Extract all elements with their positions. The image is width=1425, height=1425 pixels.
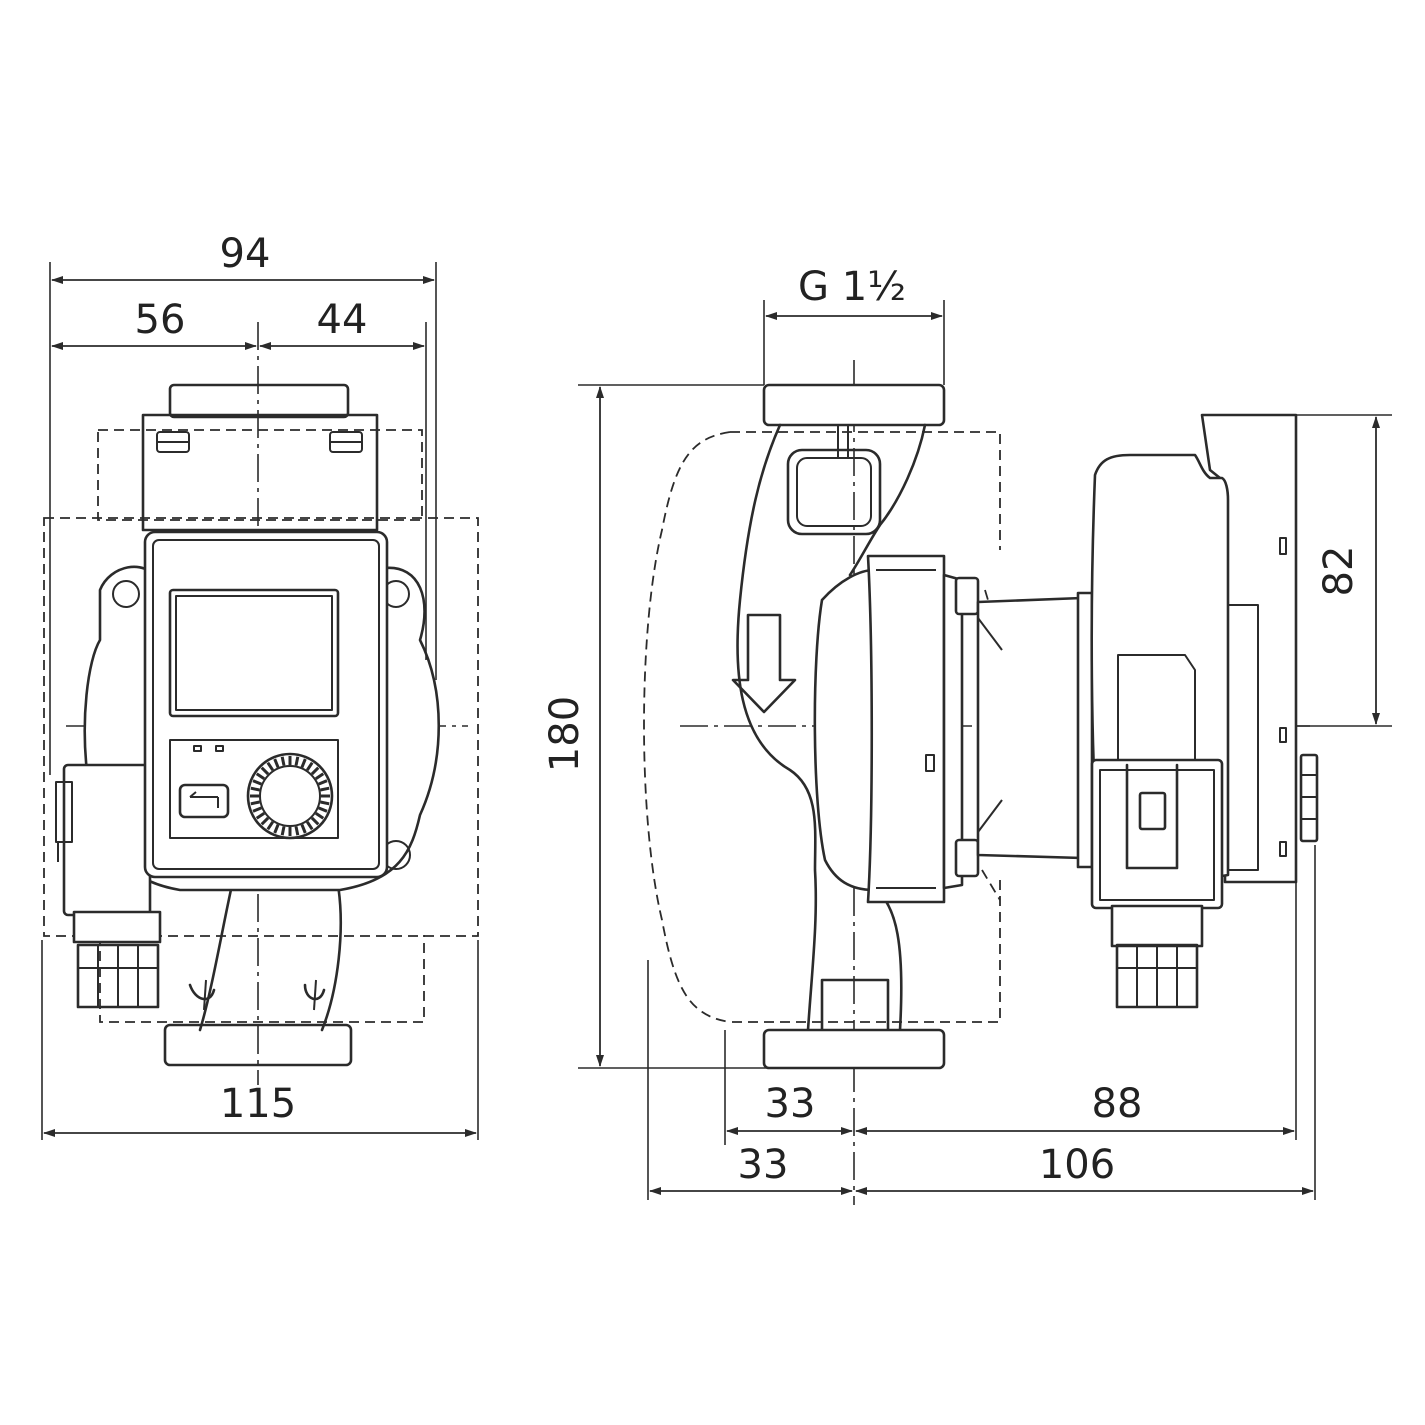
- dim-56-label: 56: [135, 297, 186, 343]
- display-window: [168, 588, 340, 718]
- side-pipe-body: [731, 383, 946, 1070]
- knob-tick: [294, 756, 300, 766]
- knob-tick: [250, 786, 260, 792]
- knob-tick: [320, 786, 330, 792]
- front-bottom-flange: [163, 1023, 353, 1067]
- knob-tick: [266, 761, 275, 772]
- dim-115-label: 115: [220, 1081, 296, 1127]
- front-pipe-body: [188, 883, 342, 1032]
- knob-tick: [252, 806, 262, 813]
- knob-tick: [273, 824, 280, 834]
- side-pump-head: [813, 554, 980, 904]
- front-connector-left: [55, 763, 162, 1009]
- mode-button: [178, 783, 230, 819]
- front-top-flange: [141, 383, 379, 532]
- knob-tick: [305, 761, 314, 772]
- knob-tick: [318, 779, 328, 786]
- knob-tick: [280, 826, 286, 836]
- side-connector: [1090, 758, 1224, 1009]
- knob-tick: [255, 811, 266, 820]
- knob-tick: [314, 811, 325, 820]
- dim-thread-label: G 1½: [798, 264, 906, 310]
- control-panel: [169, 739, 339, 839]
- knob-tick: [318, 806, 328, 813]
- dim-180-label: 180: [542, 696, 588, 772]
- knob-tick: [314, 772, 325, 781]
- knob-tick: [252, 779, 262, 786]
- led-indicator: [215, 745, 224, 752]
- front-envelope-dashed: [43, 429, 479, 1023]
- dim-33-upper-label: 33: [765, 1081, 816, 1127]
- flow-direction-arrow: [731, 613, 797, 714]
- dim-82-label: 82: [1316, 546, 1362, 597]
- knob-tick: [310, 816, 320, 826]
- knob-tick: [255, 772, 266, 781]
- control-knob: [246, 752, 334, 840]
- knob-tick: [280, 756, 286, 766]
- side-view: G 1½ 180 82 33 88 33 106: [542, 264, 1392, 1205]
- knob-tick: [260, 816, 270, 826]
- knob-tick: [273, 758, 280, 768]
- knob-tick: [260, 766, 270, 776]
- dim-44-label: 44: [317, 297, 368, 343]
- knob-tick: [300, 758, 307, 768]
- side-dimensions: G 1½ 180 82 33 88 33 106: [542, 264, 1392, 1200]
- side-motor: [976, 591, 1094, 869]
- front-view: 94 56 44 115: [41, 231, 479, 1140]
- front-control-module: [143, 530, 389, 879]
- knob-tick: [300, 824, 307, 834]
- led-indicator: [193, 745, 202, 752]
- dim-33-lower-label: 33: [738, 1142, 789, 1188]
- knob-tick: [310, 766, 320, 776]
- dim-106-label: 106: [1039, 1142, 1115, 1188]
- dim-94-label: 94: [220, 231, 271, 277]
- front-dimensions: 94 56 44 115: [41, 231, 479, 1140]
- knob-tick: [294, 826, 300, 836]
- knob-tick: [305, 820, 314, 831]
- knob-tick: [266, 820, 275, 831]
- knob-tick: [320, 800, 330, 806]
- dim-88-label: 88: [1092, 1081, 1143, 1127]
- knob-tick: [250, 800, 260, 806]
